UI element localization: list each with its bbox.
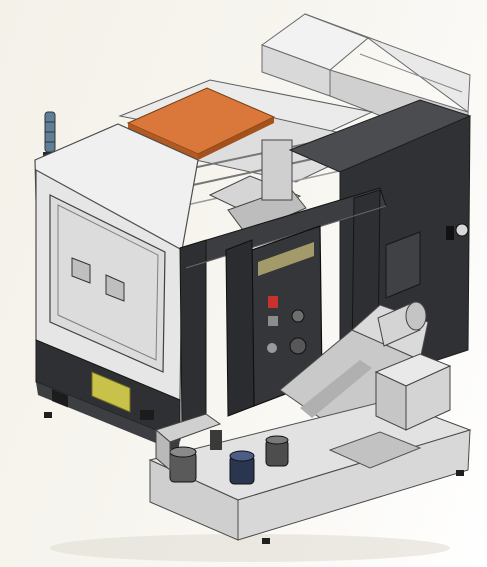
- front-bracket: [154, 413, 222, 472]
- coolant-pumps: [169, 430, 289, 485]
- floor-shadow: [50, 534, 450, 562]
- orange-top-cover: [126, 87, 276, 160]
- chip-conveyor: [279, 301, 429, 441]
- leveling-feet: [44, 412, 464, 544]
- spindle-column: [208, 139, 307, 235]
- left-enclosure: [34, 123, 199, 452]
- operator-control-panel: [225, 225, 323, 417]
